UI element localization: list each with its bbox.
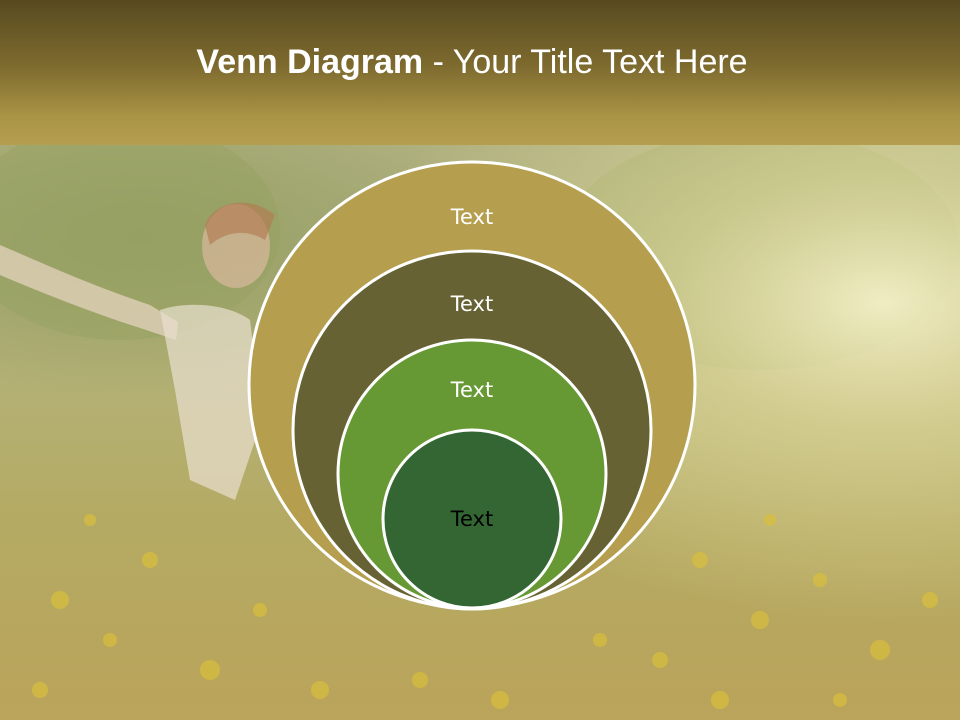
slide-title-rest: - Your Title Text Here <box>423 43 748 81</box>
slide-title: Venn Diagram - Your Title Text Here <box>0 40 944 84</box>
slide-title-bold: Venn Diagram <box>196 43 424 81</box>
venn-circle-second-label: Text <box>450 292 493 316</box>
title-bar: Venn Diagram - Your Title Text Here <box>0 0 960 145</box>
venn-circle-third-label: Text <box>450 378 493 402</box>
venn-circle-outer-label: Text <box>450 205 493 229</box>
venn-circle-inner-label: Text <box>450 507 493 531</box>
venn-circle-inner[interactable] <box>381 428 563 610</box>
